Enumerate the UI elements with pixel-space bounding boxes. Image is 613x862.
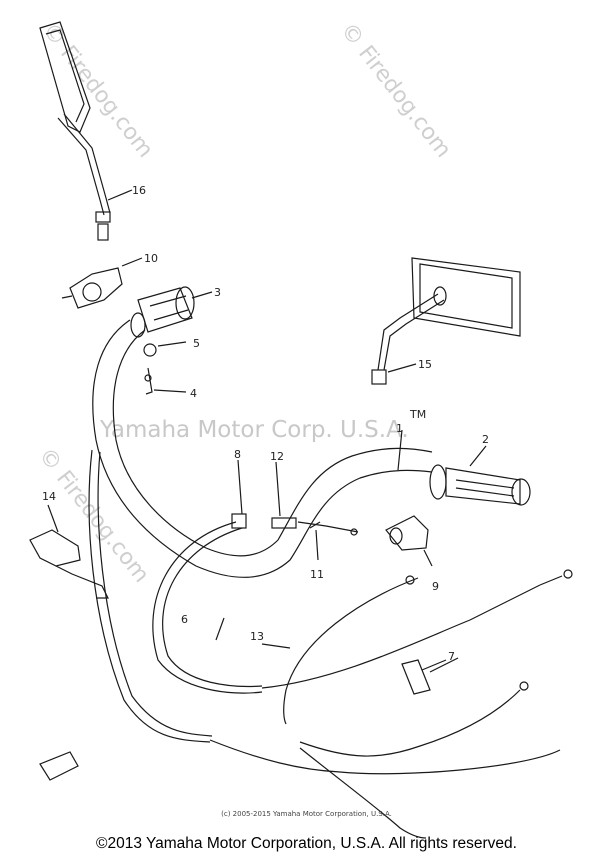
leader-lines: [215, 617, 459, 673]
left-switch: [61, 257, 143, 309]
callout-5: 5: [193, 337, 200, 350]
callout-13: 13: [250, 630, 264, 643]
left-mirror: [39, 21, 133, 241]
right-grip: [429, 445, 531, 506]
callout-15: 15: [418, 358, 432, 371]
callout-2: 2: [482, 433, 489, 446]
cables: [88, 449, 573, 839]
callout-6: 6: [181, 613, 188, 626]
trademark-mark: TM: [409, 408, 426, 421]
callout-9: 9: [432, 580, 439, 593]
right-mirror: [371, 257, 521, 385]
leader-1: [397, 429, 403, 471]
callout-1: 1: [396, 422, 403, 435]
watermark-top-left: © Firedog.com: [37, 18, 157, 162]
callout-4: 4: [190, 387, 197, 400]
throttle-fittings: [231, 459, 359, 561]
callout-12: 12: [270, 450, 284, 463]
cable-clip: [401, 659, 447, 695]
callout-8: 8: [234, 448, 241, 461]
callout-3: 3: [214, 286, 221, 299]
lever-holder: [29, 504, 109, 599]
reflector-tag: [39, 751, 79, 781]
callout-16: 16: [132, 184, 146, 197]
callout-11: 11: [310, 568, 324, 581]
callout-10: 10: [144, 252, 158, 265]
fitting-4: [144, 367, 187, 395]
copyright-footer: ©2013 Yamaha Motor Corporation, U.S.A. A…: [96, 835, 517, 852]
fitting-5: [143, 341, 187, 357]
callout-7: 7: [448, 650, 455, 663]
handlebar: [92, 312, 433, 578]
left-grip: [137, 286, 213, 333]
brand-watermark: Yamaha Motor Corp. U.S.A.: [99, 417, 409, 443]
small-copyright-line: (c) 2005-2015 Yamaha Motor Corporation, …: [221, 810, 392, 818]
callout-14: 14: [42, 490, 56, 503]
watermark-top-right: © Firedog.com: [335, 18, 455, 162]
right-switch: [385, 515, 433, 567]
